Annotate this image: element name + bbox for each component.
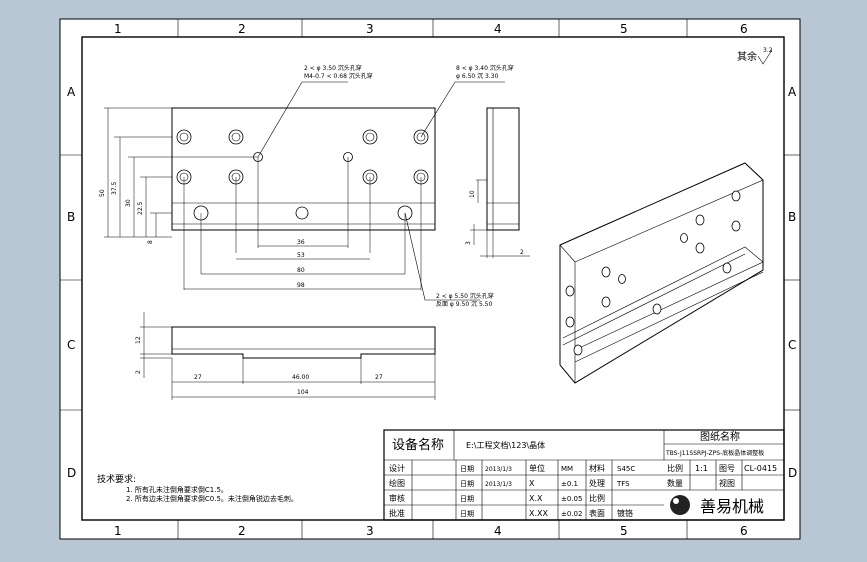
zone-col-6-bot: 6 — [740, 524, 748, 538]
side-dim-2: 2 — [520, 249, 524, 256]
zone-row-a-left: A — [67, 85, 76, 99]
zone-row-d-left: D — [67, 466, 76, 480]
row1-c4: 2013/1/3 — [485, 466, 512, 473]
row2-c3: 日期 — [460, 480, 474, 488]
zone-row-c-right: C — [788, 338, 796, 352]
drawing-sheet — [59, 18, 801, 540]
zone-col-1-top: 1 — [114, 22, 122, 36]
callout-tr-2: φ 6.50 沉 3.30 — [456, 72, 499, 80]
bottom-dim-27-left: 27 — [194, 374, 202, 381]
zone-col-1-bot: 1 — [114, 524, 122, 538]
row3-c6: ±0.05 — [561, 495, 582, 503]
view-label: 视图 — [719, 478, 735, 488]
dim-22-5: 22.5 — [137, 201, 144, 215]
row2-c6: ±0.1 — [561, 480, 578, 488]
scale-label: 比例 — [667, 463, 683, 473]
zone-col-4-top: 4 — [494, 22, 502, 36]
zone-row-d-right: D — [788, 466, 797, 480]
roughness-label: 其余 — [737, 50, 757, 63]
zone-labels: 1 2 3 4 5 6 1 2 3 4 5 6 A B C D A B C D — [67, 22, 797, 538]
row4-c8: 镀铬 — [617, 508, 633, 518]
roughness-symbol: 其余 3.2 — [737, 47, 773, 65]
zone-col-2-top: 2 — [238, 22, 246, 36]
dim-30: 30 — [125, 199, 132, 207]
dim-8: 8 — [147, 240, 154, 244]
zone-row-b-right: B — [788, 210, 796, 224]
drawing-name-value: TBS-J11SSRPJ-ZPS-底板晶体调整板 — [665, 449, 764, 457]
side-dim-10: 10 — [469, 190, 476, 198]
tech-note-1: 1. 所有孔未注倒角要求倒C1.5。 — [126, 485, 228, 494]
row1-c5: 单位 — [529, 463, 545, 473]
row1-c6: MM — [561, 465, 573, 473]
callout-b-2: 反面 φ 9.50 沉 5.50 — [436, 300, 492, 308]
company-logo — [670, 495, 690, 515]
row1-c7: 材料 — [589, 463, 605, 473]
row2-c4: 2013/1/3 — [485, 481, 512, 488]
row4-c7: 表面 — [589, 508, 605, 518]
roughness-value: 3.2 — [763, 47, 773, 54]
zone-col-3-top: 3 — [366, 22, 374, 36]
company-name: 善易机械 — [700, 497, 764, 516]
zone-ticks — [60, 19, 800, 539]
zone-row-a-right: A — [788, 85, 797, 99]
sheet-value: CL-0415 — [744, 464, 777, 473]
row1-c1: 设计 — [389, 463, 405, 473]
front-view-callouts: 2 < φ 3.50 沉头孔穿 M4-0.7 < 0.68 沉头孔穿 8 < φ… — [304, 64, 514, 308]
zone-col-6-top: 6 — [740, 22, 748, 36]
row1-c8: S45C — [617, 465, 635, 473]
row2-c8: TFS — [616, 480, 630, 488]
title-block: 设备名称 E:\工程文档\123\晶体 图纸名称 TBS-J11SSRPJ-ZP… — [383, 429, 785, 521]
zone-row-b-left: B — [67, 210, 75, 224]
row4-c1: 批准 — [389, 508, 405, 518]
row2-c1: 绘图 — [389, 478, 405, 488]
scale-value: 1:1 — [695, 464, 708, 473]
bottom-dim-46: 46.00 — [292, 374, 309, 381]
bottom-dim-12: 12 — [135, 336, 142, 344]
row4-c6: ±0.02 — [561, 510, 582, 518]
zone-col-4-bot: 4 — [494, 524, 502, 538]
callout-tl-2: M4-0.7 < 0.68 沉头孔穿 — [304, 72, 373, 80]
bottom-view: 12 2 27 46.00 27 104 — [135, 312, 436, 400]
zone-col-5-top: 5 — [620, 22, 628, 36]
isometric-view — [559, 162, 764, 384]
dim-50: 50 — [99, 189, 106, 197]
technical-notes: 技术要求: 1. 所有孔未注倒角要求倒C1.5。 2. 所有边未注倒角要求倒C0… — [97, 473, 298, 503]
bottom-dim-27-right: 27 — [375, 374, 383, 381]
callout-b-1: 2 < φ 5.50 沉头孔穿 — [436, 292, 494, 300]
quantity-label: 数量 — [667, 478, 683, 488]
row3-c7: 比例 — [589, 493, 605, 503]
device-name-label: 设备名称 — [392, 437, 444, 453]
front-view-dimensions: 50 37.5 30 22.5 8 36 53 80 98 — [99, 107, 422, 290]
row3-c5: X.X — [529, 494, 543, 503]
bottom-dim-104: 104 — [297, 389, 309, 396]
zone-row-c-left: C — [67, 338, 75, 352]
zone-col-3-bot: 3 — [366, 524, 374, 538]
row1-c3: 日期 — [460, 465, 474, 473]
dim-98: 98 — [297, 282, 305, 289]
bottom-dim-2: 2 — [135, 370, 142, 374]
tech-note-2: 2. 所有边未注倒角要求倒C0.5。未注倒角锐边去毛刺。 — [126, 494, 298, 503]
row4-c5: X.XX — [529, 509, 549, 518]
row2-c5: X — [529, 479, 535, 488]
tech-notes-title: 技术要求: — [97, 473, 136, 485]
dim-53: 53 — [297, 252, 305, 259]
dim-36: 36 — [297, 239, 305, 246]
row4-c3: 日期 — [460, 510, 474, 518]
row2-c7: 处理 — [589, 478, 605, 488]
drawing-name-label: 图纸名称 — [700, 430, 740, 443]
dim-80: 80 — [297, 267, 305, 274]
zone-col-2-bot: 2 — [238, 524, 246, 538]
zone-col-5-bot: 5 — [620, 524, 628, 538]
sheet-label: 图号 — [719, 464, 735, 473]
callout-tl-1: 2 < φ 3.50 沉头孔穿 — [304, 64, 362, 72]
row3-c3: 日期 — [460, 495, 474, 503]
side-view: 10 3 2 — [465, 107, 530, 258]
side-dim-3: 3 — [465, 241, 472, 245]
device-name-value: E:\工程文档\123\晶体 — [466, 440, 545, 450]
row3-c1: 审核 — [389, 493, 405, 503]
callout-tr-1: 8 < φ 3.40 沉头孔穿 — [456, 64, 514, 72]
front-view — [171, 81, 505, 301]
dim-37-5: 37.5 — [111, 181, 118, 195]
